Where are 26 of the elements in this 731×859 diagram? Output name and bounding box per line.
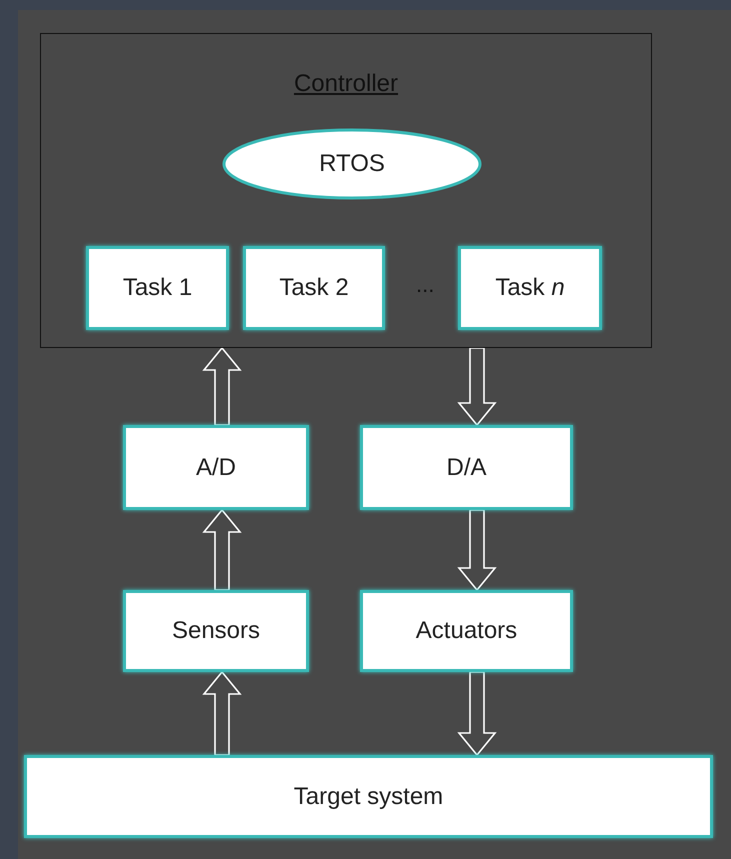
block-arrow [202, 346, 242, 426]
controller-box [40, 33, 652, 348]
node-label: Sensors [172, 617, 260, 645]
block-arrow [457, 671, 497, 756]
node-label: A/D [196, 454, 236, 482]
node-label: Task n [495, 274, 565, 302]
node-label: Task 1 [122, 274, 192, 302]
converter-box [360, 425, 573, 510]
node-label: RTOS [319, 150, 385, 178]
converter-box [123, 425, 309, 510]
actuator-box [360, 590, 573, 672]
task-box [458, 246, 602, 330]
ellipsis-label: ... [416, 272, 434, 298]
task-box [243, 246, 385, 330]
node-label: Target system [294, 782, 444, 810]
block-arrow [202, 670, 242, 756]
sensor-box [123, 590, 309, 672]
block-arrow [457, 347, 497, 426]
node-label: Actuators [416, 617, 518, 645]
block-arrow [457, 509, 497, 592]
node-label: Task 2 [279, 274, 349, 302]
task-box [86, 246, 229, 330]
target-system-box [24, 755, 713, 838]
node-label: D/A [446, 454, 486, 482]
block-arrow [202, 508, 242, 591]
group-title: Controller [294, 70, 398, 98]
